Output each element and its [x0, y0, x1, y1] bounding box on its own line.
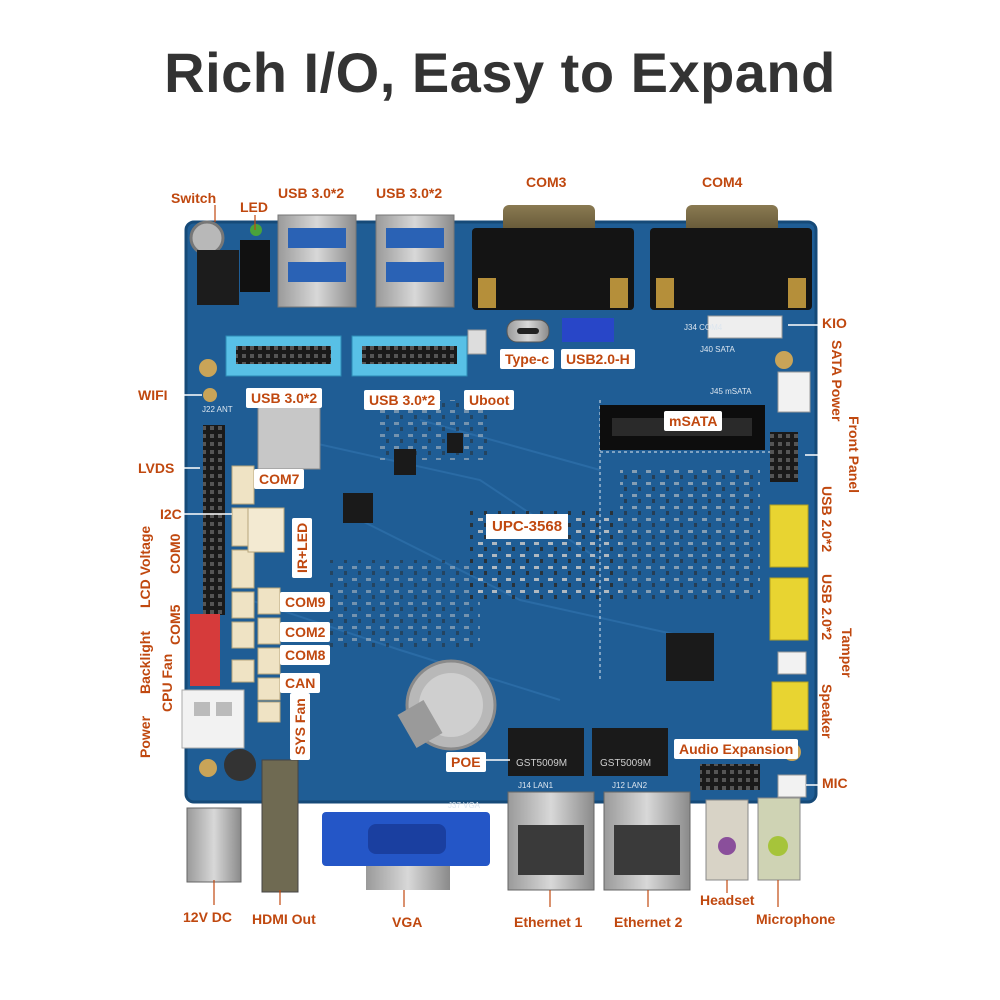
ethernet-port-1: [507, 791, 595, 891]
front-panel-header: [770, 432, 798, 482]
power-connector: [181, 689, 245, 749]
label-msata: mSATA: [664, 411, 723, 431]
label-ethernet-2: Ethernet 2: [614, 914, 683, 930]
backlight-connector: [190, 614, 220, 686]
label-usb20-r1: USB 2.0*2: [819, 486, 835, 553]
label-power: Power: [137, 715, 153, 758]
label-mic: MIC: [822, 775, 848, 791]
label-ethernet-1: Ethernet 1: [514, 914, 583, 930]
usb20-yellow-header-2: [769, 577, 809, 641]
label-microphone: Microphone: [756, 911, 836, 927]
label-wifi: WIFI: [138, 387, 168, 403]
label-com3: COM3: [526, 174, 567, 190]
label-sys-fan: SYS Fan: [290, 693, 310, 760]
board-model-label: UPC-3568: [486, 514, 569, 539]
label-usb30-hdr-2: USB 3.0*2: [364, 390, 441, 410]
tamper-connector: [777, 651, 807, 675]
label-com8: COM8: [280, 645, 331, 665]
label-com5: COM5: [167, 604, 183, 645]
usb30-header-2: [351, 335, 468, 377]
label-type-c: Type-c: [500, 349, 555, 369]
label-com2: COM2: [280, 622, 331, 642]
j45-text: J45 mSATA: [710, 387, 752, 396]
chip1-text: GST5009M: [516, 758, 567, 769]
dc-jack: [186, 807, 242, 883]
label-ir-led: IR+LED: [292, 517, 312, 578]
j37-text: J37 VGA: [448, 801, 481, 810]
label-i2c: I2C: [160, 506, 182, 522]
capacitor: [224, 749, 256, 781]
label-can: CAN: [280, 673, 321, 693]
com3-connector: [472, 205, 634, 310]
uboot-button: [467, 329, 487, 355]
label-kio: KIO: [822, 315, 847, 331]
label-usb20-r2: USB 2.0*2: [819, 574, 835, 641]
label-com9: COM9: [280, 592, 331, 612]
usb30-port-1: [277, 214, 357, 308]
label-lcd-voltage: LCD Voltage: [137, 525, 153, 608]
usb30-header-1: [225, 335, 342, 377]
label-12v-dc: 12V DC: [183, 909, 233, 925]
label-tamper: Tamper: [839, 628, 855, 678]
label-headset: Headset: [700, 892, 755, 908]
lan-transformers: GST5009M GST5009M: [508, 728, 668, 776]
label-vga: VGA: [392, 914, 423, 930]
headset-jack: [705, 799, 749, 881]
sata-power-connector: [777, 371, 811, 413]
label-usb30-top-1: USB 3.0*2: [278, 185, 345, 201]
label-backlight: Backlight: [137, 630, 153, 694]
mic-connector: [777, 774, 807, 798]
label-speaker: Speaker: [819, 684, 835, 739]
j34-text: J34 COM4: [684, 323, 723, 332]
label-usb30-top-2: USB 3.0*2: [376, 185, 443, 201]
left-white-connectors: [231, 465, 285, 723]
label-com0: COM0: [167, 533, 183, 574]
label-usb30-hdr-1: USB 3.0*2: [246, 388, 323, 408]
com4-connector: [650, 205, 812, 310]
label-uboot: Uboot: [464, 390, 515, 410]
silkscreen: J22 ANT J34 COM4 J40 SATA J45 mSATA J37 …: [202, 323, 752, 810]
label-com7: COM7: [254, 469, 305, 489]
label-com4: COM4: [702, 174, 743, 190]
power-switch: [189, 220, 270, 305]
leader-lines-outer: [213, 205, 779, 907]
lvds-header: [203, 425, 225, 615]
led-indicator: [250, 224, 262, 236]
j40-text: J40 SATA: [700, 345, 735, 354]
j14-text: J14 LAN1: [518, 781, 554, 790]
j22-text: J22 ANT: [202, 405, 233, 414]
chips: [343, 433, 714, 681]
label-audio-expansion: Audio Expansion: [674, 739, 799, 759]
label-lvds: LVDS: [138, 460, 175, 476]
chip2-text: GST5009M: [600, 758, 651, 769]
pcb: [184, 220, 818, 804]
page-title: Rich I/O, Easy to Expand: [164, 41, 836, 104]
audio-expansion-header: [700, 764, 760, 790]
ethernet-port-2: [603, 791, 691, 891]
label-usb20-h: USB2.0-H: [561, 349, 635, 369]
j12-text: J12 LAN2: [612, 781, 648, 790]
label-hdmi-out: HDMI Out: [252, 911, 316, 927]
label-switch: Switch: [171, 190, 217, 206]
label-front-panel: Front Panel: [846, 416, 862, 494]
vga-port: [322, 812, 490, 890]
hdmi-port: [261, 759, 299, 893]
type-c-port: [506, 319, 550, 343]
kio-connector: [707, 315, 783, 339]
microphone-jack: [757, 797, 801, 881]
usb20-yellow-header-1: [769, 504, 809, 568]
usb20-header: [562, 318, 614, 342]
speaker-connector: [771, 681, 809, 731]
label-cpu-fan: CPU Fan: [159, 653, 175, 712]
label-poe: POE: [446, 752, 486, 772]
label-sata-power: SATA Power: [829, 340, 845, 422]
label-led: LED: [240, 199, 268, 215]
rtc-battery: [397, 659, 497, 751]
leader-lines: [176, 324, 840, 786]
usb30-port-2: [375, 214, 455, 308]
